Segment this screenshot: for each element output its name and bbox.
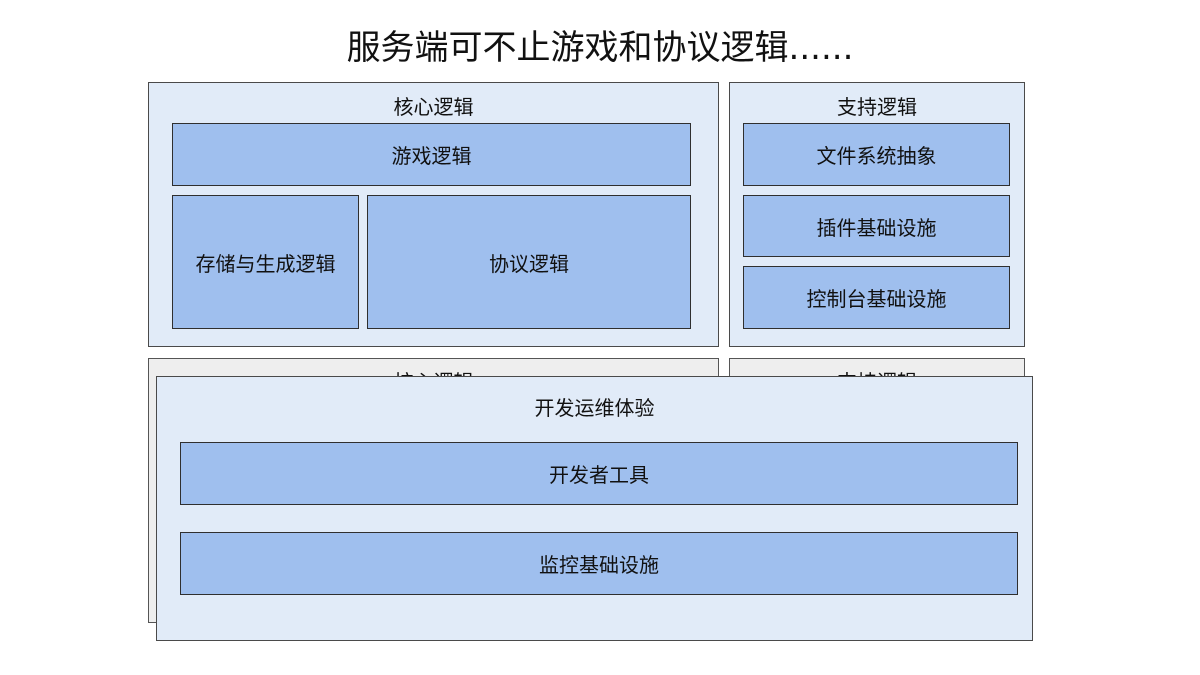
game-logic-box: 游戏逻辑 xyxy=(172,123,691,186)
devops-experience-panel: 开发运维体验 xyxy=(156,376,1033,641)
filesystem-abstraction-box: 文件系统抽象 xyxy=(743,123,1010,186)
support-logic-label: 支持逻辑 xyxy=(837,95,917,119)
core-logic-label: 核心逻辑 xyxy=(393,95,474,119)
plugin-infrastructure-box: 插件基础设施 xyxy=(743,195,1010,257)
console-infrastructure-box: 控制台基础设施 xyxy=(743,266,1010,329)
monitoring-infrastructure-box: 监控基础设施 xyxy=(180,532,1018,595)
devops-experience-label: 开发运维体验 xyxy=(534,396,655,420)
diagram-title: 服务端可不止游戏和协议逻辑...... xyxy=(346,28,854,68)
developer-tools-box: 开发者工具 xyxy=(180,442,1018,505)
storage-generation-logic-box: 存储与生成逻辑 xyxy=(172,195,359,329)
protocol-logic-box: 协议逻辑 xyxy=(367,195,691,329)
